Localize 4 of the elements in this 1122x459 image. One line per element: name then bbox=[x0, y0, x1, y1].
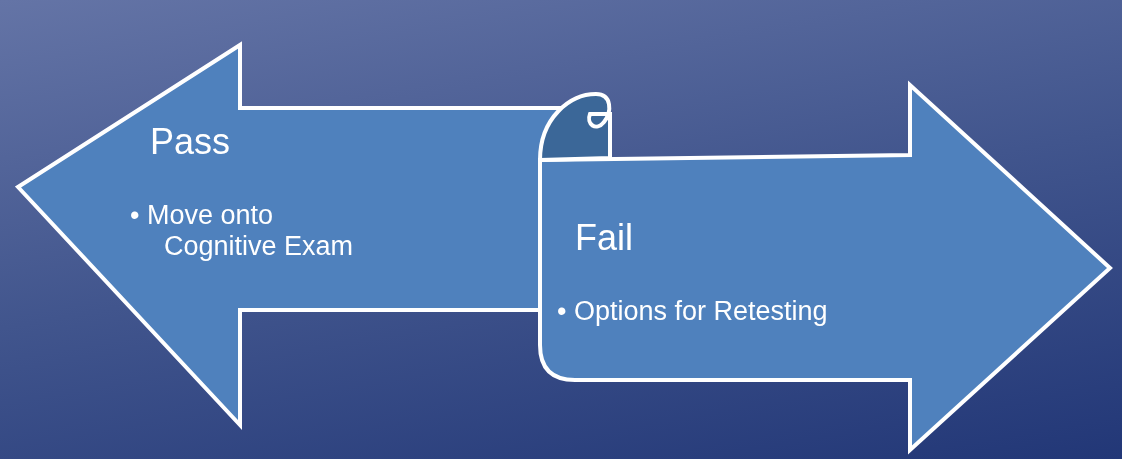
bullet-text: • Options for Retesting bbox=[557, 296, 829, 327]
heading: Pass bbox=[150, 122, 231, 162]
heading: Fail bbox=[575, 218, 633, 258]
bullet-text: • Move onto Cognitive Exam bbox=[130, 200, 355, 262]
